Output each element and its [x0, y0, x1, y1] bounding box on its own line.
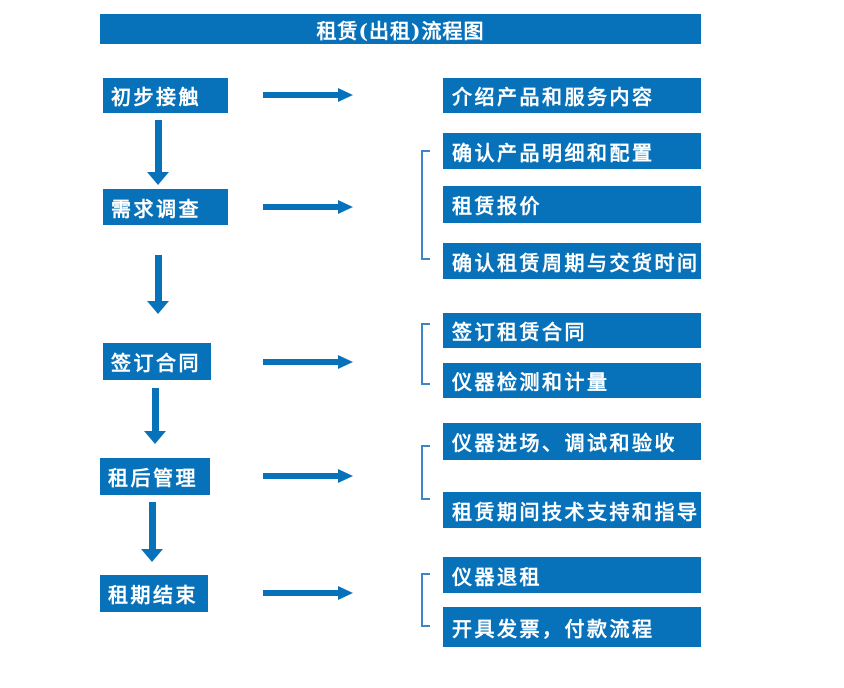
- detail-sign-rental-contract: 签订租赁合同: [443, 313, 701, 348]
- detail-rental-quotation: 租赁报价: [443, 186, 701, 223]
- step-lease-end: 租期结束: [100, 575, 208, 612]
- arrow-down-icon: [141, 502, 163, 562]
- detail-tech-support-guidance: 租赁期间技术支持和指导: [443, 492, 701, 528]
- step-sign-contract: 签订合同: [103, 343, 211, 380]
- bracket-connector: [421, 445, 430, 500]
- step-demand-survey: 需求调查: [103, 189, 228, 225]
- arrow-right-icon: [263, 200, 353, 214]
- flowchart-title: 租赁(出租)流程图: [100, 14, 701, 44]
- arrow-down-icon: [147, 120, 169, 185]
- detail-instrument-return: 仪器退租: [443, 557, 701, 593]
- arrow-right-icon: [263, 88, 353, 102]
- step-post-rental-management: 租后管理: [100, 458, 210, 495]
- detail-invoice-payment: 开具发票，付款流程: [443, 607, 701, 647]
- detail-instrument-setup-acceptance: 仪器进场、调试和验收: [443, 423, 701, 460]
- detail-confirm-product-config: 确认产品明细和配置: [443, 133, 701, 169]
- detail-confirm-period-delivery: 确认租赁周期与交货时间: [443, 243, 701, 279]
- arrow-right-icon: [263, 469, 353, 483]
- detail-instrument-test-measure: 仪器检测和计量: [443, 363, 701, 398]
- bracket-connector: [421, 323, 430, 385]
- arrow-right-icon: [263, 355, 353, 369]
- bracket-connector: [421, 150, 430, 260]
- detail-introduce-products: 介绍产品和服务内容: [443, 78, 701, 113]
- arrow-right-icon: [263, 586, 353, 600]
- step-initial-contact: 初步接触: [103, 78, 228, 113]
- bracket-connector: [421, 573, 430, 627]
- arrow-down-icon: [147, 255, 169, 314]
- arrow-down-icon: [144, 388, 166, 444]
